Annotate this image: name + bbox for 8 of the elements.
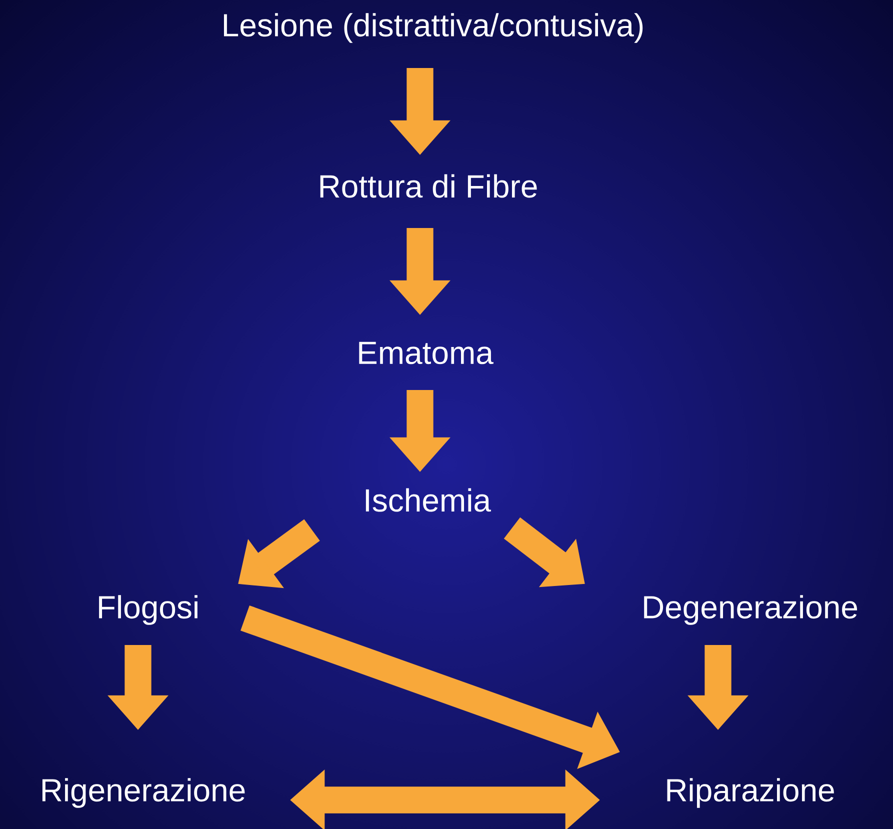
node-label: Rottura di Fibre [320, 174, 537, 198]
node-label: Flogosi [99, 595, 198, 625]
node-label: Rigenerazione [42, 778, 245, 808]
node-label: Degenerazione [644, 595, 858, 625]
node-label: Ematoma [359, 342, 494, 364]
node-label: Ischemia [366, 488, 492, 512]
node-label: Riparazione [667, 778, 834, 808]
node-label: Lesione (distrattiva/contusiva) [224, 13, 643, 43]
